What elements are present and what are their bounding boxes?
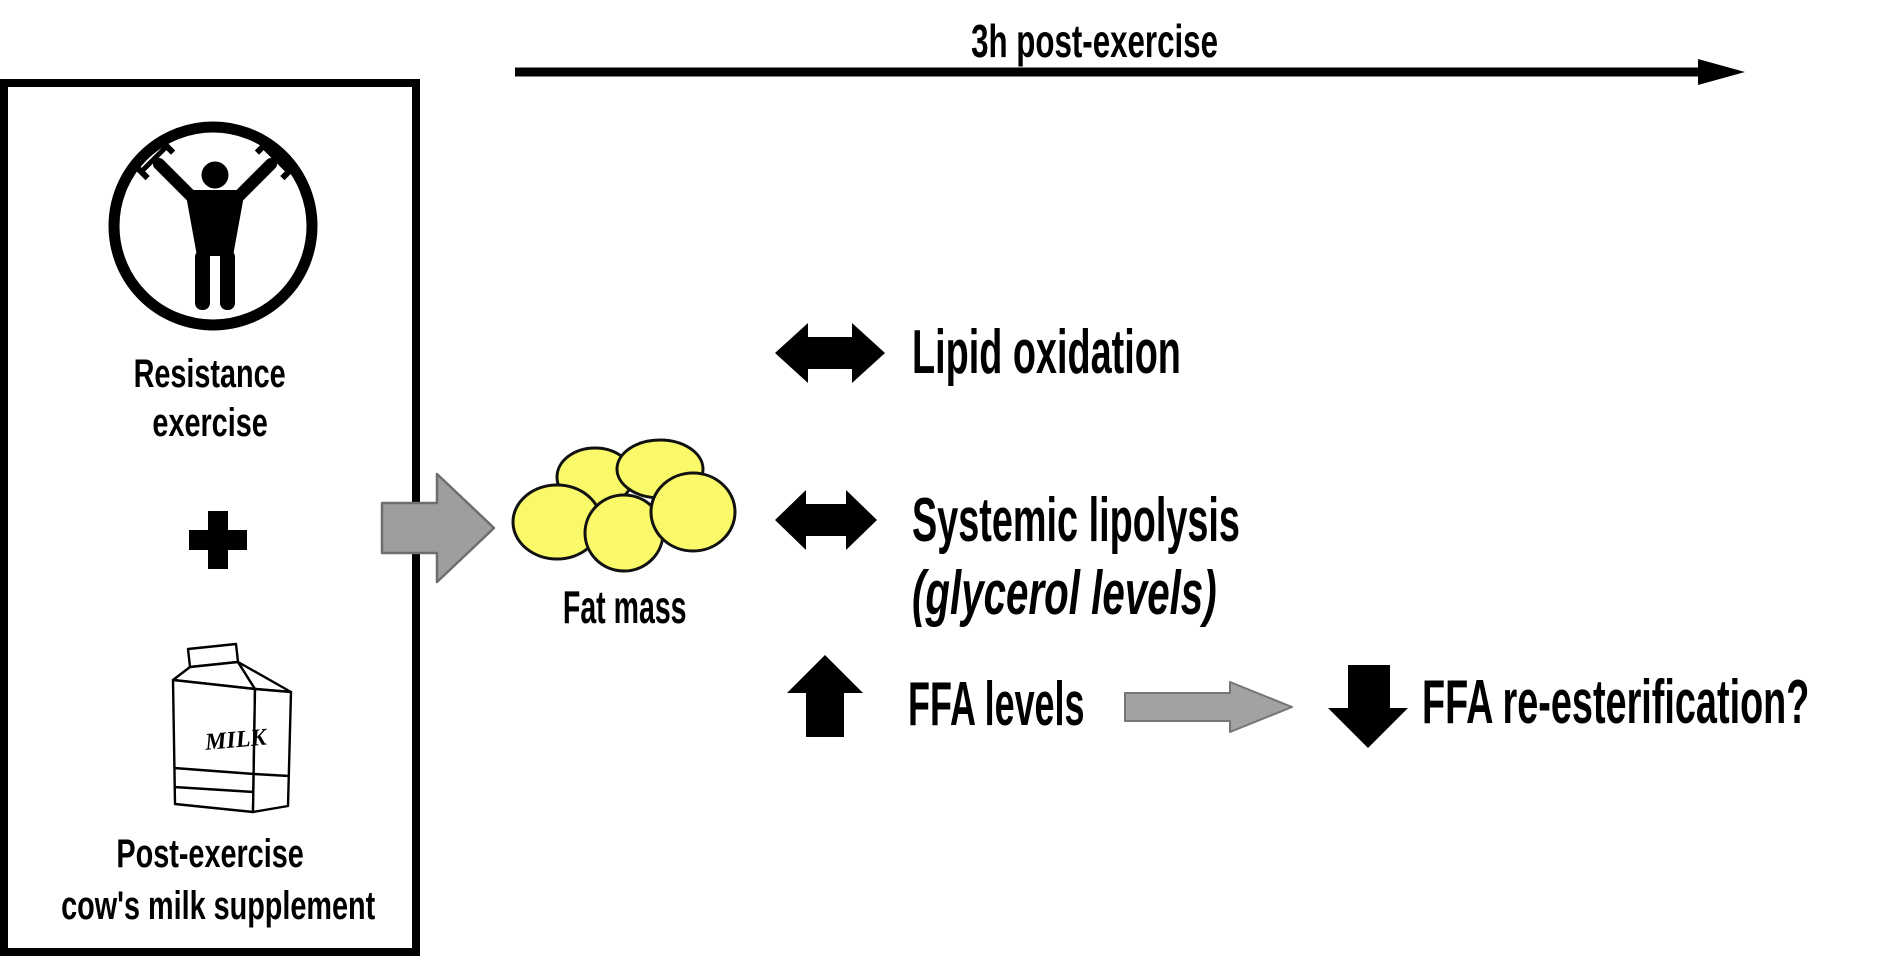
ffa-reesterification-label: FFA re-esterification? [1422, 668, 1810, 737]
supplement-label-line2: cow's milk supplement [61, 884, 376, 928]
decrease-arrow-icon [1328, 665, 1408, 748]
increase-arrow-icon [787, 655, 863, 737]
dumbbell-icon [132, 137, 176, 181]
resistance-exercise-icon [108, 121, 318, 331]
ffa-levels-label: FFA levels [908, 670, 1085, 739]
milk-carton-label: MILK [203, 724, 269, 756]
ffa-reesterification-label-wrap: FFA re-esterification? [1422, 670, 1892, 736]
resistance-exercise-label-line1: Resistance [133, 352, 287, 396]
timeline-arrow-icon [515, 59, 1745, 85]
resistance-exercise-label-line2: exercise [152, 401, 268, 445]
fat-mass-label: Fat mass [563, 581, 687, 633]
supplement-label: Post-exercise cow's milk supplement [0, 828, 420, 932]
gray-right-arrow-icon [1124, 681, 1293, 733]
fat-mass-label-wrap: Fat mass [505, 582, 745, 632]
systemic-lipolysis-label: Systemic lipolysis [912, 486, 1240, 555]
milk-carton-icon: MILK [171, 642, 293, 814]
timeline-label: 3h post-exercise [971, 15, 1219, 67]
gray-right-arrow-icon [380, 472, 496, 584]
resistance-exercise-label: Resistance exercise [0, 350, 420, 448]
ffa-levels-label-wrap: FFA levels [908, 672, 1212, 738]
lipid-oxidation-label-wrap: Lipid oxidation [912, 320, 1353, 386]
no-change-arrow-icon [775, 323, 885, 383]
supplement-label-line1: Post-exercise [116, 832, 304, 876]
lipid-oxidation-label: Lipid oxidation [912, 318, 1181, 387]
fat-mass-cells-icon [511, 438, 737, 573]
plus-icon [189, 511, 247, 569]
systemic-lipolysis-label-wrap: Systemic lipolysis (glycerol levels) [912, 484, 1450, 630]
no-change-arrow-icon [775, 490, 877, 550]
dumbbell-icon [254, 137, 298, 181]
systemic-lipolysis-sublabel: (glycerol levels) [912, 559, 1217, 628]
timeline-label-wrap: 3h post-exercise [795, 14, 1395, 68]
